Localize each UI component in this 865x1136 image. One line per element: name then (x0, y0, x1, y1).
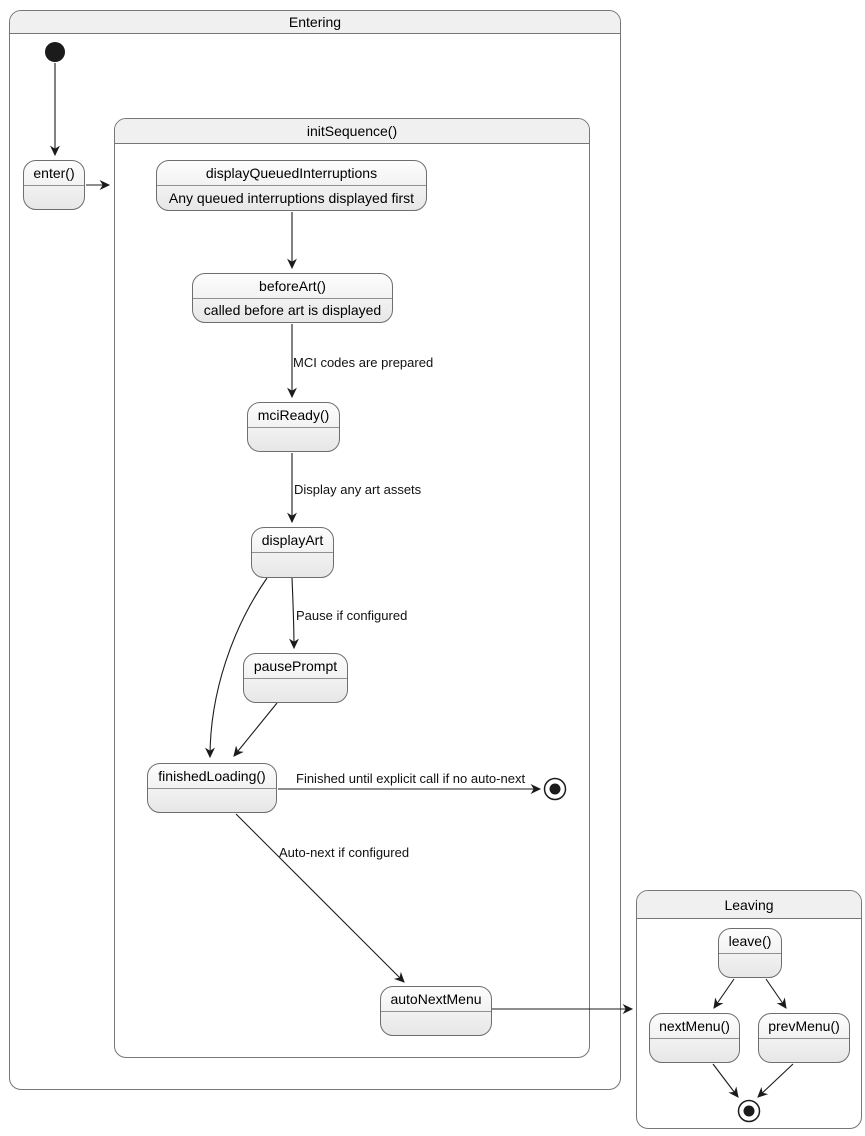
state-auto-next-menu: autoNextMenu (380, 986, 492, 1036)
state-leave: leave() (718, 928, 782, 978)
composite-state-init-sequence-title: initSequence() (115, 119, 589, 144)
state-auto-next-menu-body (381, 1012, 491, 1036)
composite-state-entering-title: Entering (10, 11, 620, 34)
composite-state-leaving-title: Leaving (637, 891, 861, 919)
state-pause-prompt-body (244, 679, 347, 703)
state-next-menu-label: nextMenu() (650, 1014, 739, 1039)
transition-label-auto-next: Auto-next if configured (279, 845, 410, 860)
state-finished-loading-label: finishedLoading() (148, 764, 276, 789)
state-prev-menu-label: prevMenu() (759, 1014, 849, 1039)
state-display-queued-interruptions-label: displayQueuedInterruptions (157, 161, 426, 186)
state-mci-ready-label: mciReady() (248, 403, 339, 428)
state-enter: enter() (23, 160, 85, 210)
transition-label-finished: Finished until explicit call if no auto-… (296, 771, 526, 786)
state-display-queued-interruptions-description: Any queued interruptions displayed first (168, 190, 415, 206)
state-pause-prompt: pausePrompt (243, 653, 348, 703)
state-before-art-description: called before art is displayed (203, 302, 382, 319)
state-leave-body (719, 954, 781, 978)
composite-state-leaving: Leaving (636, 890, 862, 1129)
composite-state-init-sequence: initSequence() (114, 118, 590, 1058)
state-next-menu-body (650, 1039, 739, 1063)
state-prev-menu-body (759, 1039, 849, 1063)
state-display-art-label: displayArt (252, 528, 333, 553)
state-display-queued-interruptions: displayQueuedInterruptions Any queued in… (156, 160, 427, 211)
state-finished-loading: finishedLoading() (147, 763, 277, 813)
state-enter-body (24, 186, 84, 210)
state-next-menu: nextMenu() (649, 1013, 740, 1063)
transition-label-pause: Pause if configured (296, 608, 408, 623)
transition-label-mci-codes: MCI codes are prepared (293, 355, 434, 370)
transition-label-display-assets: Display any art assets (294, 482, 422, 497)
state-finished-loading-body (148, 789, 276, 813)
state-auto-next-menu-label: autoNextMenu (381, 987, 491, 1012)
state-leave-label: leave() (719, 929, 781, 954)
state-mci-ready-body (248, 428, 339, 452)
state-pause-prompt-label: pausePrompt (244, 654, 347, 679)
state-enter-label: enter() (24, 161, 84, 186)
state-mci-ready: mciReady() (247, 402, 340, 452)
state-before-art-label: beforeArt() (193, 274, 392, 299)
state-display-art-body (252, 553, 333, 577)
state-prev-menu: prevMenu() (758, 1013, 850, 1063)
state-display-art: displayArt (251, 527, 334, 578)
state-before-art: beforeArt() called before art is display… (192, 273, 393, 323)
